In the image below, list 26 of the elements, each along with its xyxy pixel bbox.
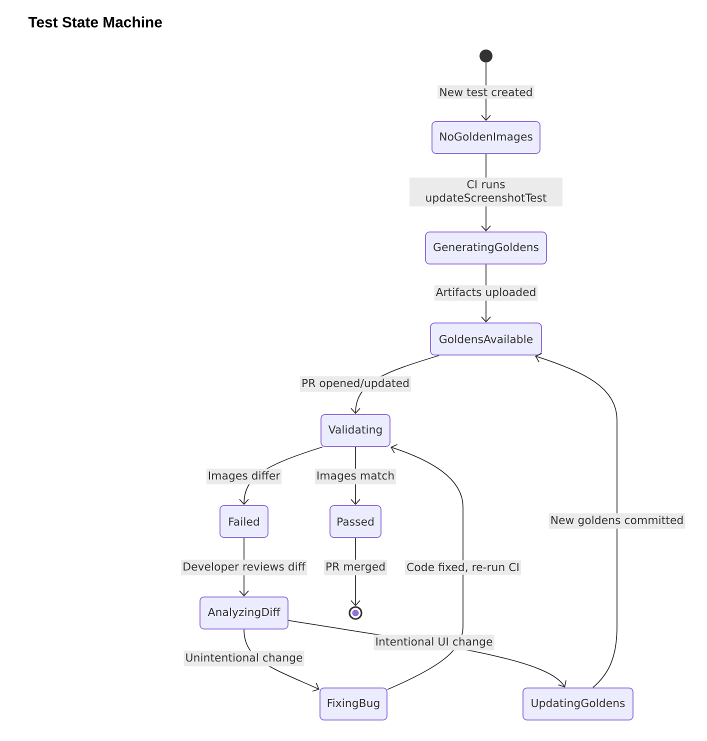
edge-label: CI runs updateScreenshotTest — [410, 178, 562, 206]
state-box: FixingBug — [320, 688, 388, 720]
start-circle — [480, 50, 492, 62]
edge-label: Images match — [314, 468, 396, 484]
edge-label: New test created — [438, 85, 534, 99]
edge-label: Developer reviews diff — [181, 560, 307, 576]
state-box: Validating — [320, 414, 390, 447]
edge-label: Code fixed, re-run CI — [405, 560, 521, 575]
edge-label: Unintentional change — [184, 650, 304, 666]
end-circle — [348, 606, 362, 620]
edge-label: PR opened/updated — [300, 376, 411, 392]
arrow — [387, 444, 464, 690]
state-box: GeneratingGoldens — [425, 232, 547, 264]
edge-label: PR merged — [324, 560, 388, 576]
edge-label: Intentional UI change — [374, 634, 494, 650]
state-box: NoGoldenImages — [432, 121, 540, 154]
edge-label: Artifacts uploaded — [434, 285, 538, 301]
state-box: Failed — [220, 505, 268, 538]
arrow — [535, 353, 618, 688]
edge-label: Images differ — [206, 468, 282, 484]
edge-label: New goldens committed — [548, 513, 686, 529]
title: Test State Machine — [28, 16, 162, 28]
state-box: AnalyzingDiff — [200, 596, 288, 630]
state-box: Passed — [330, 505, 382, 538]
state-box: UpdatingGoldens — [522, 688, 634, 720]
state-box: GoldensAvailable — [430, 322, 542, 356]
